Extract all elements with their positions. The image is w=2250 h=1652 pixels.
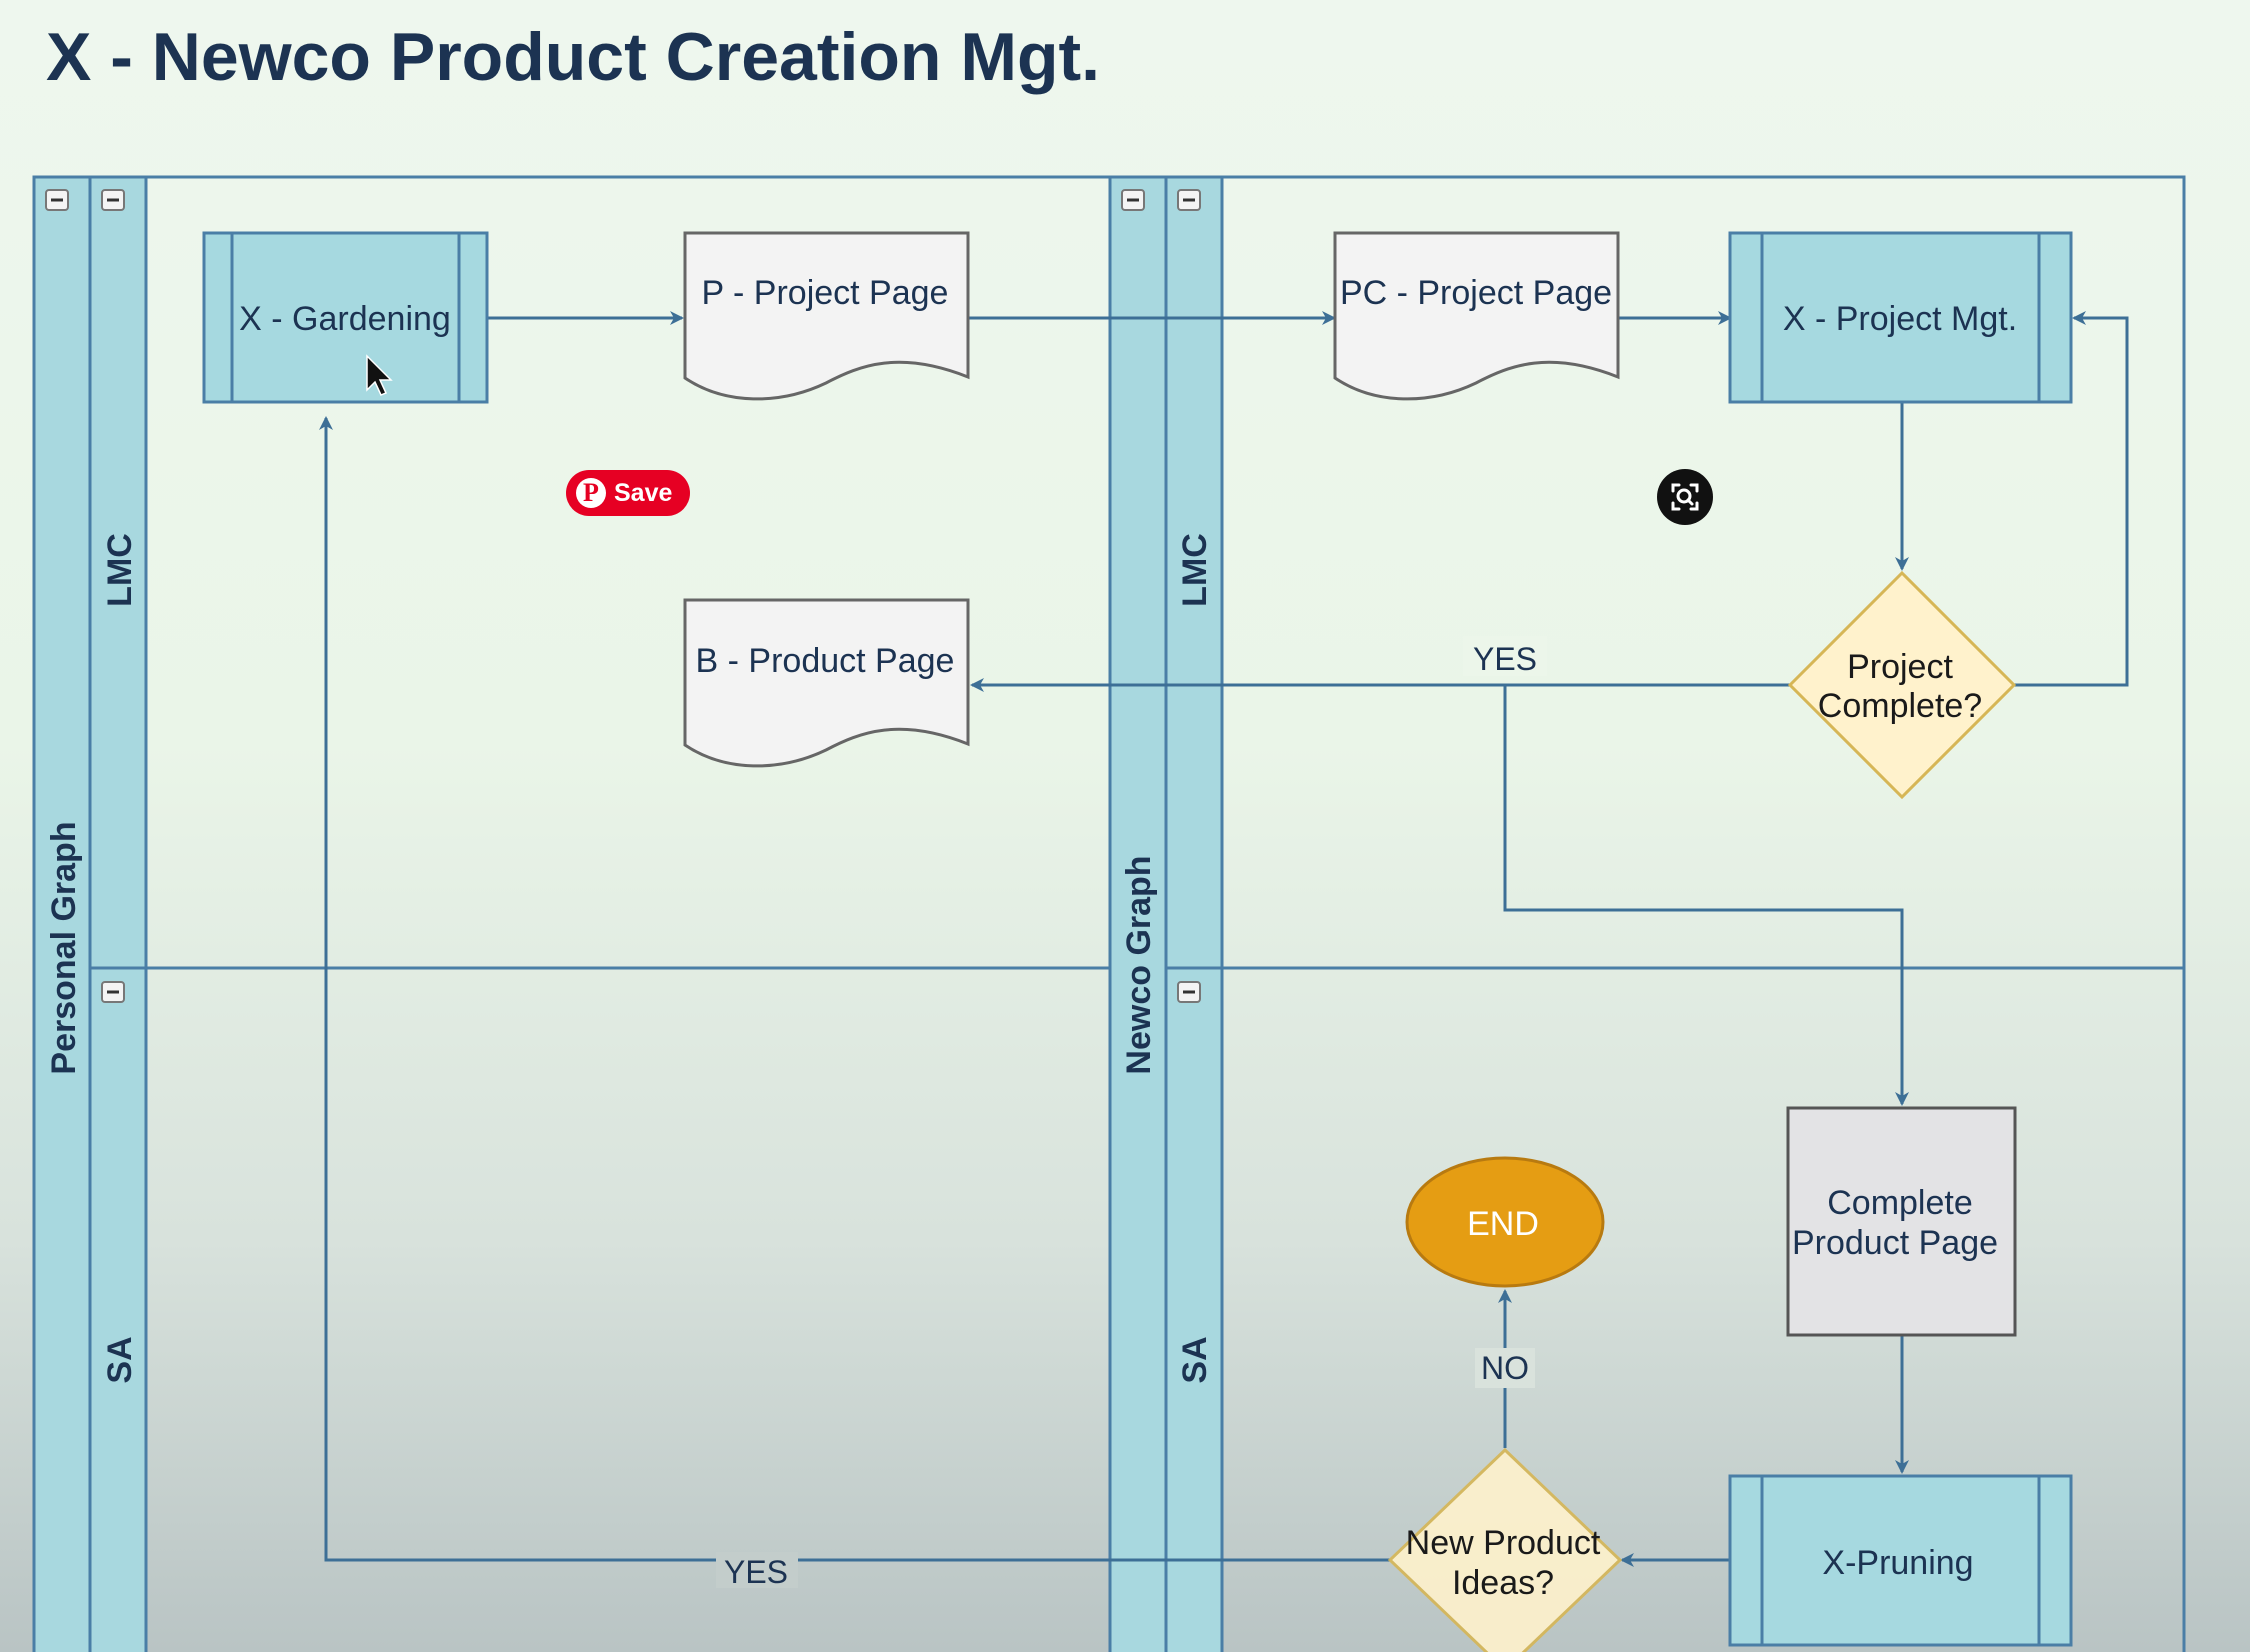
- lane-label-sa-newco: SA: [1176, 1336, 1214, 1383]
- node-pc-project-page[interactable]: PC - Project Page: [1333, 231, 1620, 401]
- node-label-x-gardening: X - Gardening: [239, 300, 451, 338]
- node-b-product-page[interactable]: B - Product Page: [683, 598, 970, 768]
- node-project-complete-decision[interactable]: Project Complete?: [1787, 570, 2017, 800]
- pool-label-personal-graph: Personal Graph: [45, 821, 83, 1074]
- collapse-sa-personal-toggle[interactable]: [101, 981, 125, 1003]
- visual-search-button[interactable]: [1657, 469, 1713, 525]
- node-x-gardening[interactable]: X - Gardening: [202, 231, 489, 404]
- node-label-project-complete-1: Project: [1847, 648, 1953, 686]
- node-label-complete-product-1: Complete: [1827, 1184, 1973, 1222]
- node-label-project-complete-2: Complete?: [1818, 687, 1982, 725]
- pinterest-icon: P: [576, 478, 606, 508]
- page-title: X - Newco Product Creation Mgt.: [46, 19, 1101, 95]
- node-label-b-product-page: B - Product Page: [696, 642, 955, 680]
- node-complete-product-page[interactable]: Complete Product Page: [1786, 1106, 2017, 1337]
- lane-label-lmc-newco: LMC: [1176, 533, 1214, 607]
- save-button-label: Save: [614, 478, 673, 507]
- edge-label-yes-complete: YES: [1473, 641, 1537, 677]
- lane-label-lmc-personal: LMC: [101, 533, 139, 607]
- node-label-complete-product-2: Product Page: [1792, 1224, 1998, 1262]
- node-label-end: END: [1467, 1205, 1539, 1243]
- collapse-lmc-personal-toggle[interactable]: [101, 189, 125, 211]
- mouse-cursor-icon: [366, 354, 393, 396]
- collapse-newco-graph-toggle[interactable]: [1121, 189, 1145, 211]
- collapse-personal-graph-toggle[interactable]: [45, 189, 69, 211]
- node-label-p-project-page: P - Project Page: [702, 274, 949, 312]
- node-label-pc-project-page: PC - Project Page: [1340, 274, 1612, 312]
- lens-search-icon: [1671, 483, 1699, 511]
- collapse-sa-newco-toggle[interactable]: [1177, 981, 1201, 1003]
- collapse-lmc-newco-toggle[interactable]: [1177, 189, 1201, 211]
- pool-personal-graph: Personal Graph LMC SA: [32, 175, 148, 1652]
- lane-label-sa-personal: SA: [101, 1336, 139, 1383]
- node-x-pruning[interactable]: X-Pruning: [1728, 1474, 2073, 1647]
- edge-label-yes-ideas: YES: [724, 1554, 788, 1590]
- edge-decision-loop-back: [2014, 311, 2129, 687]
- pool-label-newco-graph: Newco Graph: [1120, 855, 1158, 1074]
- edge-ideas-yes-to-gardening: [319, 416, 1390, 1562]
- edge-yes-to-complete-product: [1503, 685, 1909, 1106]
- pool-newco-graph: Newco Graph LMC SA: [1108, 175, 1224, 1652]
- pinterest-save-button[interactable]: P Save: [566, 470, 690, 516]
- node-label-x-project-mgt: X - Project Mgt.: [1783, 300, 2017, 338]
- node-label-new-product-1: New Product: [1406, 1524, 1601, 1562]
- edge-label-no: NO: [1481, 1350, 1529, 1386]
- node-end-terminator[interactable]: END: [1405, 1156, 1605, 1288]
- node-label-new-product-2: Ideas?: [1452, 1564, 1554, 1602]
- node-x-project-mgt[interactable]: X - Project Mgt.: [1728, 231, 2073, 404]
- node-new-product-ideas-decision[interactable]: New Product Ideas?: [1387, 1447, 1623, 1652]
- node-p-project-page[interactable]: P - Project Page: [683, 231, 970, 401]
- node-label-x-pruning: X-Pruning: [1822, 1544, 1973, 1582]
